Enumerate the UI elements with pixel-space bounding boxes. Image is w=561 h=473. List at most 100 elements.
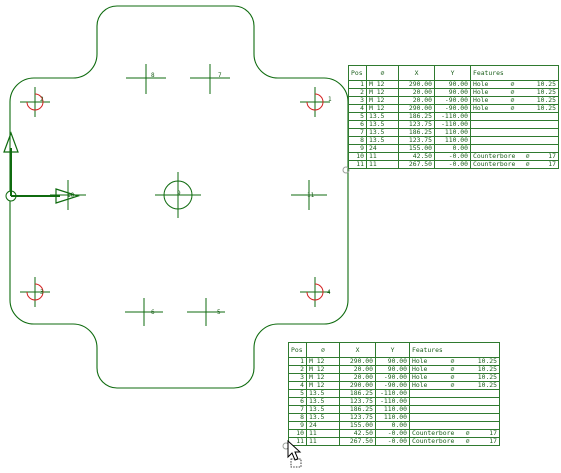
cell-diameter: 13.5 (366, 128, 399, 137)
cell-x: 290.00 (398, 104, 435, 113)
cell-pos: 7 (288, 405, 307, 414)
cell-pos: 4 (348, 104, 367, 113)
feature-symbol: ⌀ (450, 357, 455, 365)
coordinate-system-icon[interactable] (3, 131, 80, 204)
feature-name: Counterbore (412, 437, 455, 445)
cell-y: -0.00 (375, 437, 410, 446)
feature-name: Hole (412, 381, 428, 389)
feature-value: 17 (489, 437, 497, 445)
hole-label-5: 5 (217, 309, 221, 316)
cell-x: 155.00 (339, 421, 376, 430)
header-pos: Pos (288, 342, 307, 358)
feature-value: 10.25 (536, 104, 556, 112)
cell-x: 123.75 (398, 120, 435, 129)
hole-label-11: 11 (307, 192, 315, 199)
hole-3[interactable]: 3 (20, 277, 50, 307)
cell-x: 20.00 (398, 88, 435, 97)
hole-8[interactable]: 8 (126, 64, 166, 94)
cell-x: 123.75 (398, 136, 435, 145)
cell-features: Counterbore⌀17 (470, 160, 559, 169)
hole-6[interactable]: 6 (125, 298, 163, 326)
cell-features (470, 128, 559, 137)
cell-diameter: 13.5 (306, 397, 340, 406)
feature-name: Counterbore (473, 160, 516, 168)
feature-name: Hole (412, 357, 428, 365)
feature-symbol: ⌀ (510, 80, 515, 88)
cell-x: 155.00 (398, 144, 435, 153)
hole-7[interactable]: 7 (190, 64, 230, 94)
cell-y: -0.00 (434, 160, 471, 169)
cell-pos: 1 (288, 357, 307, 366)
cell-diameter: 11 (366, 160, 399, 169)
feature-symbol: ⌀ (465, 429, 470, 437)
cell-pos: 4 (288, 381, 307, 390)
cell-pos: 2 (348, 88, 367, 97)
feature-name: Hole (473, 80, 489, 88)
cell-diameter: M 12 (306, 365, 340, 374)
header-y: Y (434, 65, 471, 81)
cell-diameter: 13.5 (366, 112, 399, 121)
cell-pos: 9 (348, 144, 367, 153)
cell-y: 90.00 (434, 80, 471, 89)
feature-value: 10.25 (536, 96, 556, 104)
hole-2[interactable]: 2 (20, 87, 50, 117)
feature-name: Counterbore (412, 429, 455, 437)
feature-value: 10.25 (477, 381, 497, 389)
hole-label-6: 6 (151, 309, 155, 316)
cell-y: 90.00 (375, 365, 410, 374)
cell-y: 110.00 (375, 405, 410, 414)
cell-diameter: M 12 (306, 373, 340, 382)
cell-x: 20.00 (339, 373, 376, 382)
hole-4[interactable]: 4 (300, 277, 331, 307)
cell-features: Hole⌀10.25 (409, 365, 500, 374)
cell-y: 0.00 (375, 421, 410, 430)
hole-label-4: 4 (327, 289, 331, 296)
hole-11[interactable]: 11 (291, 180, 327, 210)
feature-symbol: ⌀ (525, 160, 530, 168)
cell-x: 290.00 (339, 381, 376, 390)
hole-5[interactable]: 5 (187, 298, 225, 326)
header-x: X (339, 342, 376, 358)
cell-y: -110.00 (434, 120, 471, 129)
cell-diameter: M 12 (306, 357, 340, 366)
cell-y: 110.00 (434, 136, 471, 145)
cell-features: Hole⌀10.25 (470, 104, 559, 113)
hole-1[interactable]: 1 (300, 87, 332, 117)
cell-x: 123.75 (339, 413, 376, 422)
feature-value: 10.25 (536, 88, 556, 96)
hole-9[interactable]: 9 (155, 172, 201, 218)
cell-y: -90.00 (375, 381, 410, 390)
cell-x: 42.50 (339, 429, 376, 438)
feature-name: Hole (473, 96, 489, 104)
cell-features: Counterbore⌀17 (409, 437, 500, 446)
feature-symbol: ⌀ (510, 96, 515, 104)
feature-value: 10.25 (477, 357, 497, 365)
cell-y: -0.00 (434, 152, 471, 161)
cell-features (409, 421, 500, 430)
